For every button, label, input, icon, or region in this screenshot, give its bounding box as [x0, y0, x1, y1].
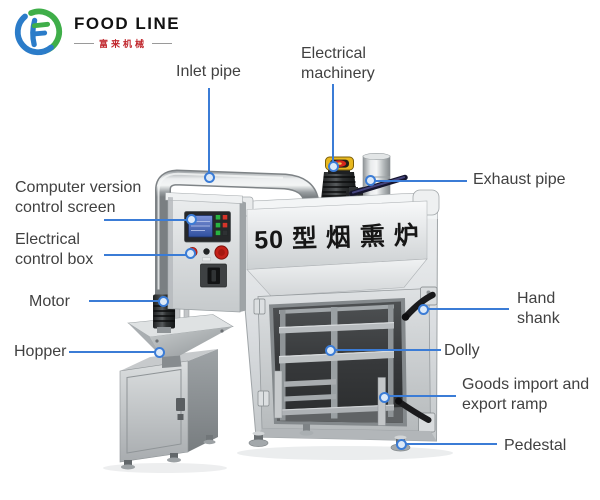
- callout-motor-label: Motor: [29, 293, 70, 310]
- brand-subtitle: 富来机械: [74, 37, 180, 50]
- brand-header: FOOD LINE 富来机械: [12, 6, 180, 58]
- callout-hand-shank-dot: [418, 304, 429, 315]
- callout-electrical-machinery-label: Electrical machinery: [301, 45, 375, 83]
- pedestal-foot-left: [248, 431, 269, 447]
- hopper-funnel: [127, 314, 234, 368]
- callout-computer-screen-label: Computer version control screen: [15, 179, 142, 217]
- inlet-pipe: [155, 169, 319, 310]
- brand-text-block: FOOD LINE 富来机械: [74, 14, 180, 50]
- door-hinges: [253, 298, 270, 407]
- callout-motor-dot: [158, 296, 169, 307]
- callout-dolly-dot: [325, 345, 336, 356]
- callout-goods-ramp-label: Goods import and export ramp: [462, 376, 590, 414]
- brand-subtitle-text: 富来机械: [99, 39, 148, 49]
- callout-electrical-control-box-line: [104, 254, 188, 256]
- callout-dolly-label: Dolly: [444, 342, 480, 359]
- callout-electrical-control-box-label: Electrical control box: [15, 231, 94, 269]
- subtitle-dash-right: [152, 43, 173, 44]
- callout-hopper-dot: [154, 347, 165, 358]
- callout-inlet-pipe-line: [208, 88, 210, 173]
- callout-hand-shank-line: [427, 308, 509, 310]
- brand-name: FOOD LINE: [74, 14, 181, 33]
- food-line-logo-icon: [14, 8, 63, 56]
- callout-goods-ramp-dot: [379, 392, 390, 403]
- callout-computer-screen-line: [104, 219, 189, 221]
- callout-electrical-machinery-dot: [328, 161, 339, 172]
- callout-pedestal-dot: [396, 439, 407, 450]
- callout-dolly-line: [334, 349, 441, 351]
- callout-exhaust-pipe-line: [374, 180, 467, 182]
- callout-exhaust-pipe-dot: [365, 175, 376, 186]
- callout-inlet-pipe-label: Inlet pipe: [176, 63, 241, 80]
- main-power-switch: [200, 263, 227, 288]
- callout-exhaust-pipe-label: Exhaust pipe: [473, 171, 566, 188]
- callout-hopper-line: [69, 351, 156, 353]
- callout-hopper-label: Hopper: [14, 343, 67, 360]
- callout-goods-ramp-line: [388, 395, 456, 397]
- hand-shank-top: [401, 286, 438, 321]
- control-column: [165, 192, 246, 313]
- callout-pedestal-label: Pedestal: [504, 437, 567, 454]
- callout-electrical-control-box-dot: [185, 248, 196, 259]
- callout-hand-shank-label: Hand shank: [517, 290, 560, 328]
- callout-electrical-machinery-line: [332, 84, 334, 162]
- callout-pedestal-line: [405, 443, 497, 445]
- callout-inlet-pipe-dot: [204, 172, 215, 183]
- callout-motor-line: [89, 300, 160, 302]
- machine-model-sign: 50 型 烟 熏 炉: [254, 221, 420, 254]
- subtitle-dash-left: [74, 43, 94, 44]
- smoke-generator: [119, 289, 234, 470]
- goods-ramp-rail-left: [274, 370, 283, 419]
- hand-shank-bottom: [395, 397, 436, 433]
- callout-computer-screen-dot: [186, 214, 197, 225]
- generator-box: [119, 349, 218, 470]
